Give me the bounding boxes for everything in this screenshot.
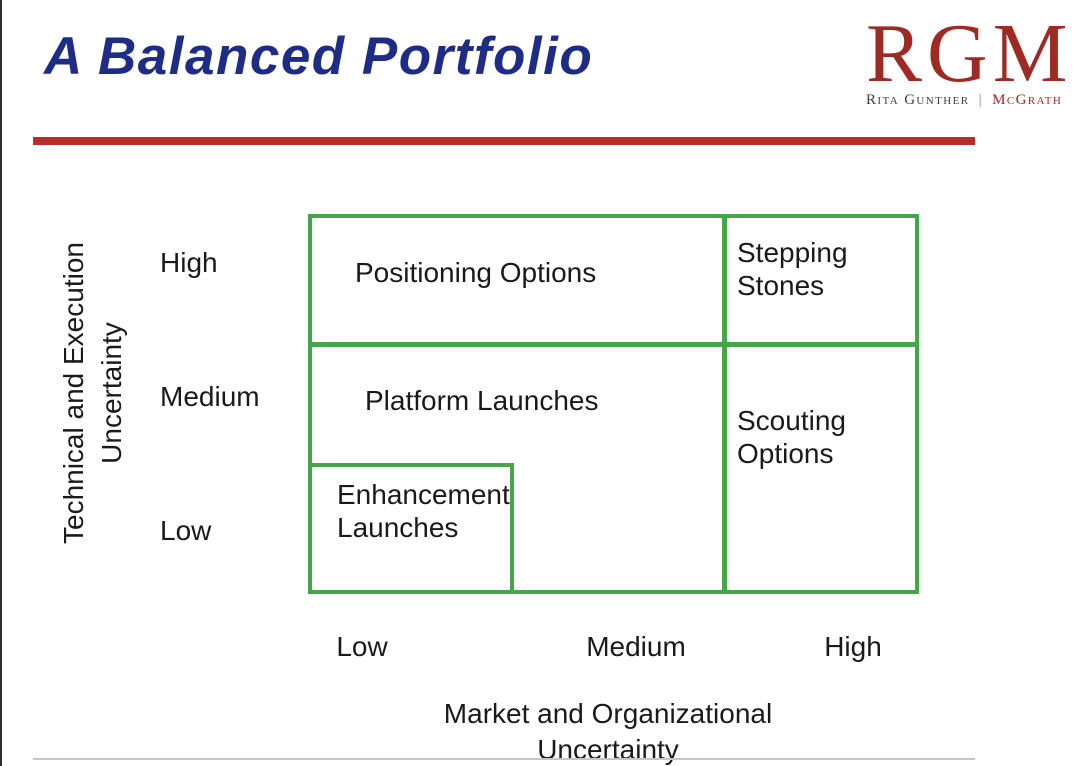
logo-monogram: RGM (866, 7, 1073, 100)
slide-bottom-rule (33, 758, 975, 760)
cell-label-platform-launches: Platform Launches (365, 385, 599, 416)
title-underline-rule (33, 137, 975, 145)
matrix-vertical-divider (722, 214, 727, 594)
y-axis-label-high: High (160, 247, 218, 278)
logo-tagline-surname: McGrath (992, 92, 1063, 108)
y-axis-title: Technical and Execution Uncertainty (58, 242, 127, 544)
cell-label-enhancement-launches: Enhancement Launches (337, 479, 510, 543)
x-axis-label-high: High (824, 631, 882, 662)
y-axis-label-low: Low (160, 515, 212, 546)
x-axis-label-low: Low (336, 631, 388, 662)
cell-label-positioning-options: Positioning Options (355, 257, 597, 288)
enhancement-launches-box-border (308, 463, 514, 594)
x-axis-title: Market and Organizational Uncertainty (443, 698, 773, 765)
matrix-horizontal-divider (308, 342, 919, 347)
rgm-logo: RGM Rita Gunther | McGrath (866, 12, 1086, 109)
logo-tagline-name: Rita Gunther (866, 92, 970, 108)
logo-tagline: Rita Gunther | McGrath (866, 92, 1086, 109)
cell-label-scouting-options: Scouting Options (737, 405, 846, 469)
slide-left-edge-line (0, 0, 2, 766)
x-axis-label-medium: Medium (586, 631, 686, 662)
matrix-outer-border (308, 214, 919, 594)
logo-tagline-separator: | (978, 92, 984, 108)
y-axis-label-medium: Medium (160, 381, 260, 412)
cell-label-stepping-stones: Stepping Stones (737, 237, 848, 301)
page-title: A Balanced Portfolio (44, 27, 594, 86)
